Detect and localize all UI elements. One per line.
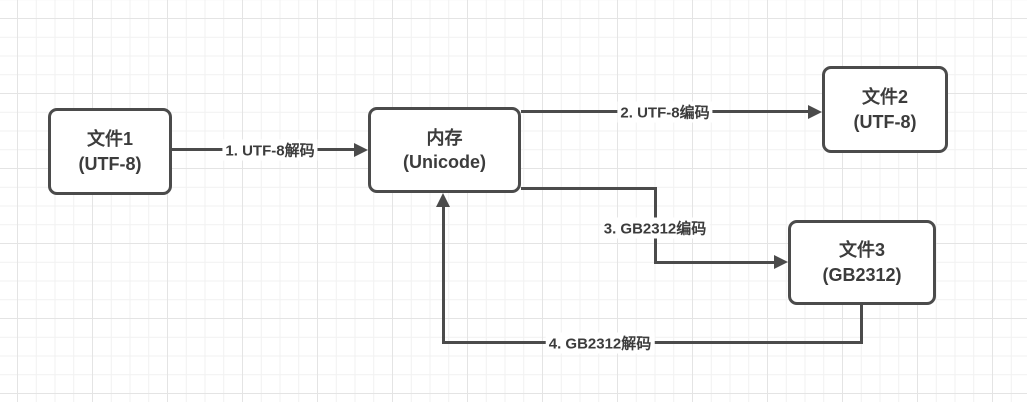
edge1-label: 1. UTF-8解码 (222, 139, 318, 161)
node-file2-encoding: (UTF-8) (853, 111, 917, 132)
node-file2: 文件2 (UTF-8) (822, 66, 948, 153)
edge3-label: 3. GB2312编码 (600, 217, 710, 239)
node-file1-encoding: (UTF-8) (78, 153, 142, 174)
edge3-line-segment-1 (521, 187, 657, 190)
edge3-arrowhead-right-icon (774, 255, 788, 269)
node-file3-title: 文件3 (838, 240, 885, 261)
edge2-arrowhead-right-icon (808, 105, 822, 119)
node-file1-title: 文件1 (86, 129, 133, 150)
edge3-line-segment-3 (654, 261, 776, 264)
edge4-line-segment-3 (442, 206, 445, 344)
node-memory: 内存 (Unicode) (368, 107, 521, 193)
node-file2-title: 文件2 (861, 87, 908, 108)
node-file1: 文件1 (UTF-8) (48, 108, 172, 195)
edge4-arrowhead-up-icon (436, 193, 450, 207)
node-memory-title: 内存 (426, 127, 463, 148)
edge1-arrowhead-right-icon (354, 143, 368, 157)
edge4-line-segment-1 (860, 303, 863, 343)
edge4-label: 4. GB2312解码 (545, 332, 655, 354)
node-memory-encoding: (Unicode) (403, 152, 486, 172)
node-file3-encoding: (GB2312) (822, 264, 902, 285)
node-file3: 文件3 (GB2312) (788, 220, 936, 305)
edge2-label: 2. UTF-8编码 (617, 101, 713, 123)
